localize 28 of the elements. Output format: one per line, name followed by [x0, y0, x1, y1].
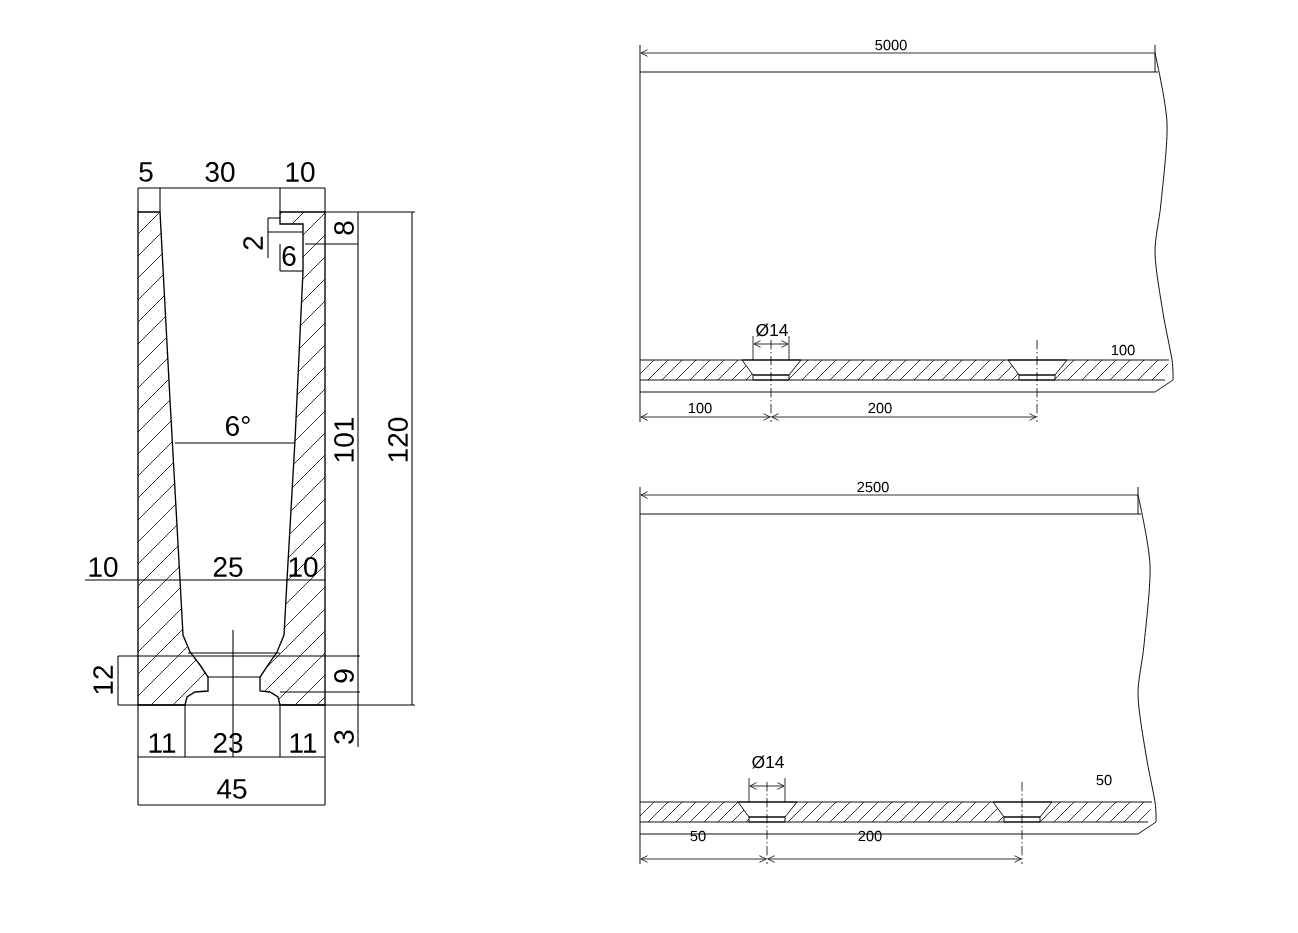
dimension-label: Ø14	[752, 755, 784, 769]
dimension-label: 12	[93, 665, 113, 694]
dimension-label: 9	[334, 669, 354, 683]
dimension-label: 11	[290, 733, 317, 753]
dimension-label: 200	[858, 830, 882, 842]
dimension-label: 25	[213, 557, 243, 577]
dimension-label: 10	[89, 557, 118, 577]
dimension-label: 120	[388, 417, 408, 462]
dimension-label: Ø14	[756, 323, 788, 337]
dimension-label: 5000	[875, 39, 907, 51]
dimension-label: 30	[205, 162, 235, 182]
dimension-label: 45	[217, 779, 247, 799]
dimension-label: 50	[1096, 774, 1112, 786]
dimension-label: 2	[243, 236, 263, 250]
dimension-label: 5	[139, 162, 153, 182]
dimension-label: 6	[282, 246, 296, 266]
dimension-label: 11	[149, 733, 176, 753]
dimension-label: 200	[868, 402, 892, 414]
dimension-label: 3	[334, 730, 354, 744]
dimension-label: 23	[213, 733, 243, 753]
dimension-label: 10	[286, 162, 315, 182]
dimension-label: 100	[1111, 344, 1135, 356]
dimension-label: 6°	[226, 416, 250, 436]
dimension-label: 8	[334, 221, 354, 235]
dimension-label: 100	[688, 402, 712, 414]
dimension-label: 50	[690, 830, 706, 842]
dimension-label: 101	[334, 418, 354, 462]
dimension-label: 2500	[857, 481, 889, 493]
